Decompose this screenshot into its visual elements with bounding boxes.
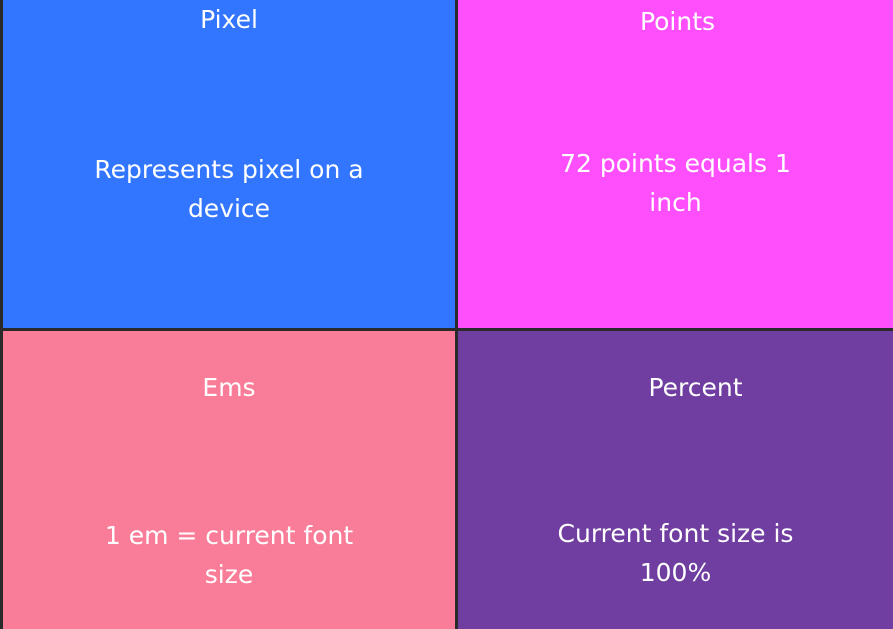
- tile-pixel: Pixel Represents pixel on a device: [3, 0, 455, 328]
- tile-description: 72 points equals 1 inch: [560, 149, 791, 217]
- tile-title: Points: [639, 7, 716, 36]
- tile-title: Pixel: [200, 5, 258, 34]
- tile-percent: Percent Current font size is 100%: [458, 331, 893, 629]
- tile-description: Represents pixel on a device: [94, 155, 364, 223]
- tile-points: Points 72 points equals 1 inch: [458, 0, 893, 328]
- tile-description: 1 em = current font size: [104, 521, 354, 589]
- tile-title: Ems: [202, 373, 256, 402]
- tile-description: Current font size is 100%: [557, 519, 794, 587]
- tile-ems: Ems 1 em = current font size: [3, 331, 455, 629]
- tile-title: Percent: [648, 373, 743, 402]
